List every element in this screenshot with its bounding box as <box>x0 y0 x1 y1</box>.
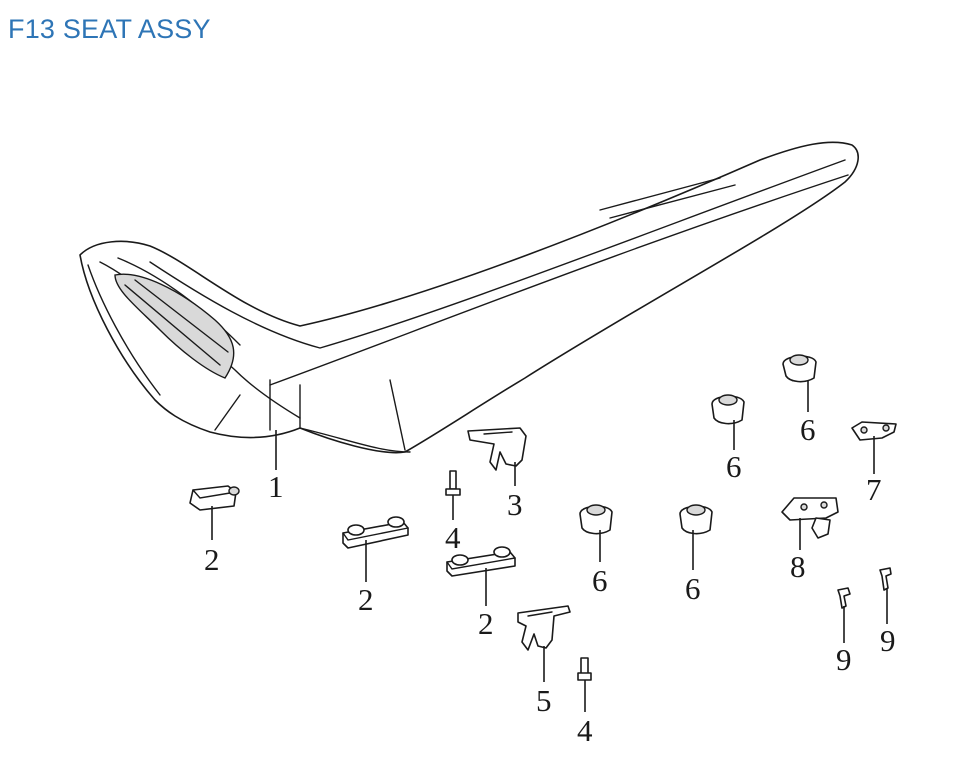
bolt-part-a <box>445 470 461 496</box>
callout-6-b: 6 <box>685 571 701 606</box>
seat-part <box>79 141 859 454</box>
callout-3: 3 <box>507 487 523 522</box>
callout-4-b: 4 <box>577 713 593 748</box>
callout-6-d: 6 <box>800 412 816 447</box>
cushion-bar-part-b <box>446 546 516 577</box>
callout-5: 5 <box>536 683 552 718</box>
callout-9-a: 9 <box>836 642 852 677</box>
leader-lines <box>211 380 888 712</box>
cushion-bar-part-a <box>342 516 409 549</box>
callout-2-b: 2 <box>358 582 374 617</box>
bushing-part-b <box>679 504 713 535</box>
bolt-part-b <box>577 657 592 681</box>
callout-1: 1 <box>268 469 284 504</box>
seat-bracket-part <box>467 427 527 471</box>
bushing-part-a <box>579 504 613 535</box>
hook-bracket-part <box>517 605 571 651</box>
clip-bracket-part <box>781 497 839 539</box>
bushing-part-c <box>711 394 745 425</box>
callout-4-a: 4 <box>445 520 461 555</box>
page-title: F13 SEAT ASSY <box>8 14 211 44</box>
bushing-part-d <box>782 354 817 383</box>
screw-part-b <box>879 567 892 591</box>
callout-8: 8 <box>790 549 806 584</box>
callout-labels: 1 2 2 2 3 4 4 5 6 6 6 6 7 8 9 9 <box>204 412 896 748</box>
callout-9-b: 9 <box>880 623 896 658</box>
mounting-plate-part <box>851 421 897 441</box>
callout-6-a: 6 <box>592 563 608 598</box>
callout-2-a: 2 <box>204 542 220 577</box>
rubber-cushion-part <box>189 485 240 511</box>
callout-6-c: 6 <box>726 449 742 484</box>
screw-part-a <box>837 587 851 609</box>
callout-7: 7 <box>866 472 882 507</box>
callout-2-c: 2 <box>478 606 494 641</box>
